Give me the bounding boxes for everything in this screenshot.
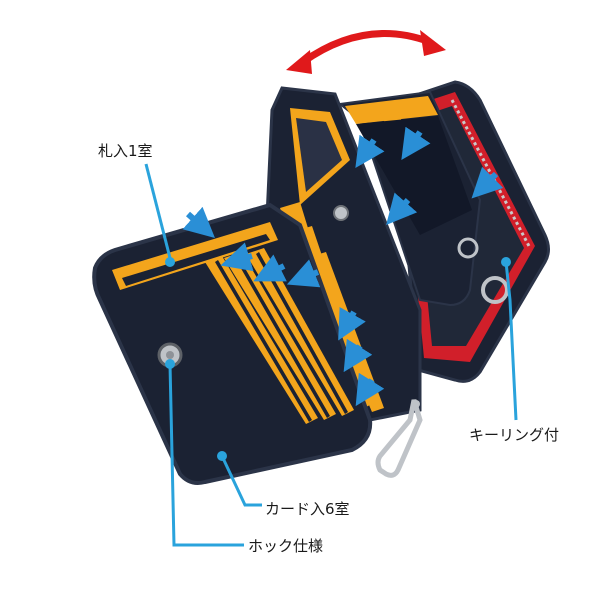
pointer-arrows — [182, 126, 504, 407]
arrow-pointer-icon — [338, 306, 366, 341]
arrow-pointer-icon — [343, 338, 373, 373]
leader-lines — [144, 163, 518, 547]
leader-line-card — [220, 455, 262, 507]
carabiner-icon — [375, 399, 423, 478]
arrow-pointer-icon — [355, 372, 385, 407]
arrow-pointer-icon — [182, 206, 215, 238]
leader-line-hook — [168, 363, 244, 547]
arrow-pointer-icon — [253, 254, 287, 282]
label-key-ring: キーリング付 — [469, 426, 560, 444]
arrow-pointer-icon — [401, 126, 431, 160]
arrow-pointer-icon — [220, 242, 254, 272]
key-ring-icon — [457, 237, 509, 304]
arrow-pointer-icon — [471, 166, 504, 199]
leader-line-keyring — [504, 261, 518, 421]
leader-line-bill — [144, 163, 172, 259]
label-card-slots: カード入6室 — [265, 500, 350, 518]
arrow-pointer-icon — [286, 259, 321, 288]
inner-snap-icon — [333, 205, 349, 221]
swing-arrow-icon — [286, 30, 446, 74]
arrow-pointer-icon — [355, 134, 385, 168]
label-hook-closure: ホック仕様 — [248, 537, 324, 555]
arrow-pointer-icon — [386, 192, 418, 226]
label-bill-compartment: 札入1室 — [98, 142, 153, 160]
